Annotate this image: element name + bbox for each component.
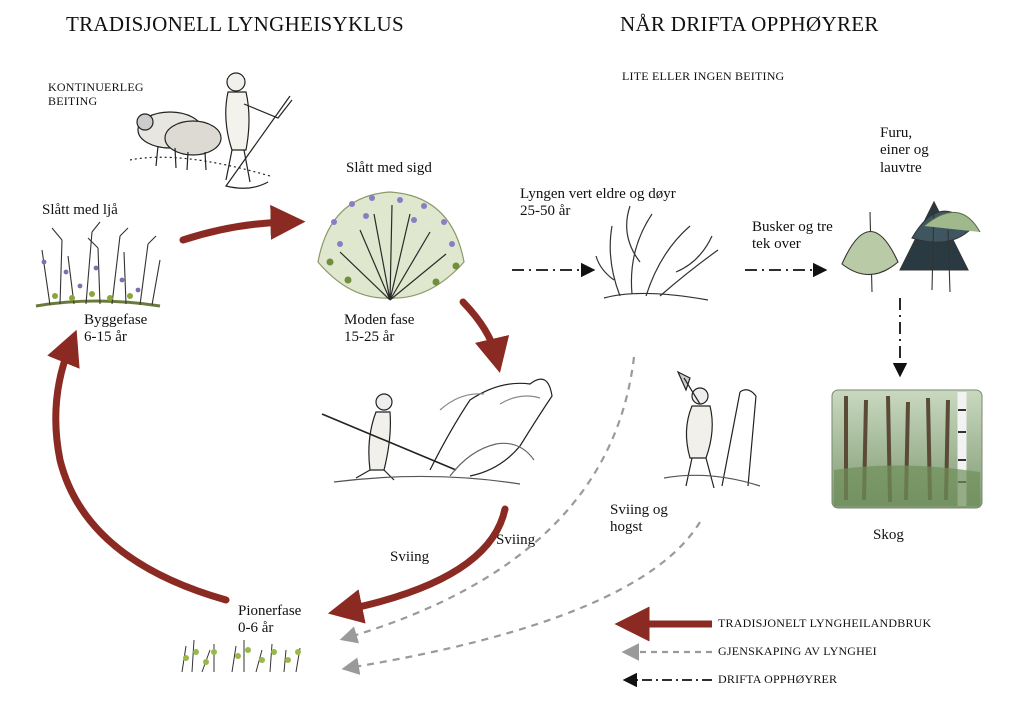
label-shrubs-take-over: Busker og tre tek over bbox=[752, 219, 833, 253]
grazing-farmer-illustration bbox=[129, 72, 293, 189]
label-burning-2: Sviing bbox=[496, 532, 536, 548]
legend-label-traditional: TRADISJONELT LYNGHEILANDBRUK bbox=[718, 616, 932, 630]
title-when-farming-stops: NÅR DRIFTA OPPHØYRER bbox=[620, 12, 879, 36]
label-scythe-mowing: Slått med ljå bbox=[42, 202, 118, 218]
burning-illustration bbox=[321, 378, 553, 485]
old-heather-illustration bbox=[595, 205, 719, 301]
label-pine-juniper-deciduous: Furu, einer og lauvtre bbox=[880, 125, 929, 176]
label-heather-aging: Lyngen vert eldre og døyr 25-50 år bbox=[520, 186, 676, 220]
label-mature-phase: Moden fase 15-25 år bbox=[344, 312, 415, 346]
caption-little-grazing: LITE ELLER INGEN BEITING bbox=[622, 69, 785, 83]
pioneer-phase-heather bbox=[181, 639, 301, 673]
title-traditional-cycle: TRADISJONELL LYNGHEISYKLUS bbox=[66, 12, 404, 36]
legend-label-farming-stops: DRIFTA OPPHØYRER bbox=[718, 672, 838, 686]
arrow-building-to-mature bbox=[179, 204, 306, 244]
label-forest: Skog bbox=[873, 527, 904, 543]
mature-phase-heather bbox=[317, 191, 465, 301]
arrow-burning-to-pioneer bbox=[327, 505, 509, 624]
abandonment-arrows bbox=[512, 262, 908, 378]
restoration-arrows bbox=[339, 356, 701, 675]
label-sickle-mowing: Slått med sigd bbox=[346, 160, 432, 176]
forest-illustration bbox=[831, 389, 983, 509]
legend-label-restoration: GJENSKAPING AV LYNGHEI bbox=[718, 644, 877, 658]
arrow-pioneer-to-building bbox=[47, 329, 230, 604]
logging-illustration bbox=[663, 370, 761, 489]
pine-juniper-illustration bbox=[841, 200, 981, 293]
label-burning-and-logging: Sviing og hogst bbox=[610, 502, 668, 536]
label-building-phase: Byggefase 6-15 år bbox=[84, 312, 148, 346]
label-burning-1: Sviing bbox=[390, 549, 430, 565]
traditional-cycle-arrows bbox=[47, 204, 510, 624]
label-pioneer-phase: Pionerfase 0-6 år bbox=[238, 603, 302, 637]
arrow-mature-to-burning bbox=[459, 298, 510, 374]
building-phase-heather bbox=[35, 221, 161, 308]
legend bbox=[614, 606, 712, 688]
arrow-restore-from-logging bbox=[341, 521, 701, 675]
arrow-restore-from-aging bbox=[339, 356, 636, 644]
caption-continuous-grazing: KONTINUERLEG BEITING bbox=[48, 80, 144, 108]
